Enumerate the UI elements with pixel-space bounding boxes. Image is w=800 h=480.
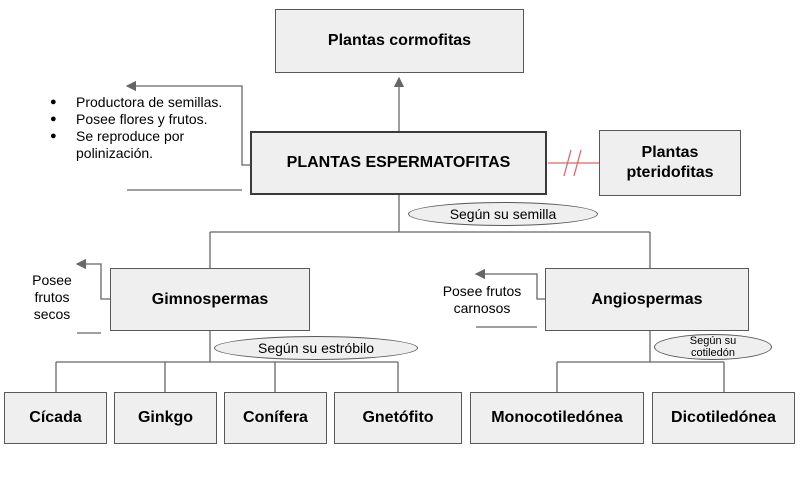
ginkgo-box: Ginkgo [114, 392, 217, 444]
plantas-cormofitas-label: Plantas cormofitas [327, 32, 472, 49]
plantas-espermatofitas-label: PLANTAS ESPERMATOFITAS [286, 154, 511, 171]
gimnospermas-label: Gimnospermas [151, 290, 269, 308]
plantas-pteridofitas-box: Plantas pteridofitas [599, 130, 741, 196]
not-related-mark [548, 149, 600, 177]
criterion-semilla: Según su semilla [408, 202, 598, 226]
monocotiledonea-box: Monocotiledónea [470, 392, 644, 444]
criterion-estrobilo: Según su estróbilo [214, 336, 418, 360]
gimnospermas-note: Posee frutos secos [32, 272, 72, 322]
angiospermas-note: Posee frutos carnosos [442, 283, 522, 316]
features-list: Productora de semillas. Posee flores y f… [50, 94, 240, 162]
plantas-pteridofitas-label: Plantas pteridofitas [626, 144, 714, 181]
plantas-cormofitas-box: Plantas cormofitas [275, 9, 524, 73]
angiospermas-label: Angiospermas [591, 290, 703, 308]
dicotiledonea-box: Dicotiledónea [652, 392, 795, 444]
plantas-espermatofitas-box: PLANTAS ESPERMATOFITAS [250, 131, 547, 195]
cicada-box: Cícada [4, 392, 107, 444]
angiospermas-box: Angiospermas [545, 268, 749, 331]
feature-item: Se reproduce por polinización. [50, 128, 240, 162]
criterion-cotiledon: Según su cotiledón [654, 334, 772, 360]
feature-item: Posee flores y frutos. [50, 111, 240, 128]
conifera-box: Conífera [224, 392, 327, 444]
gimnospermas-box: Gimnospermas [110, 268, 310, 331]
feature-item: Productora de semillas. [50, 94, 240, 111]
gnetofito-box: Gnetófito [334, 392, 462, 444]
